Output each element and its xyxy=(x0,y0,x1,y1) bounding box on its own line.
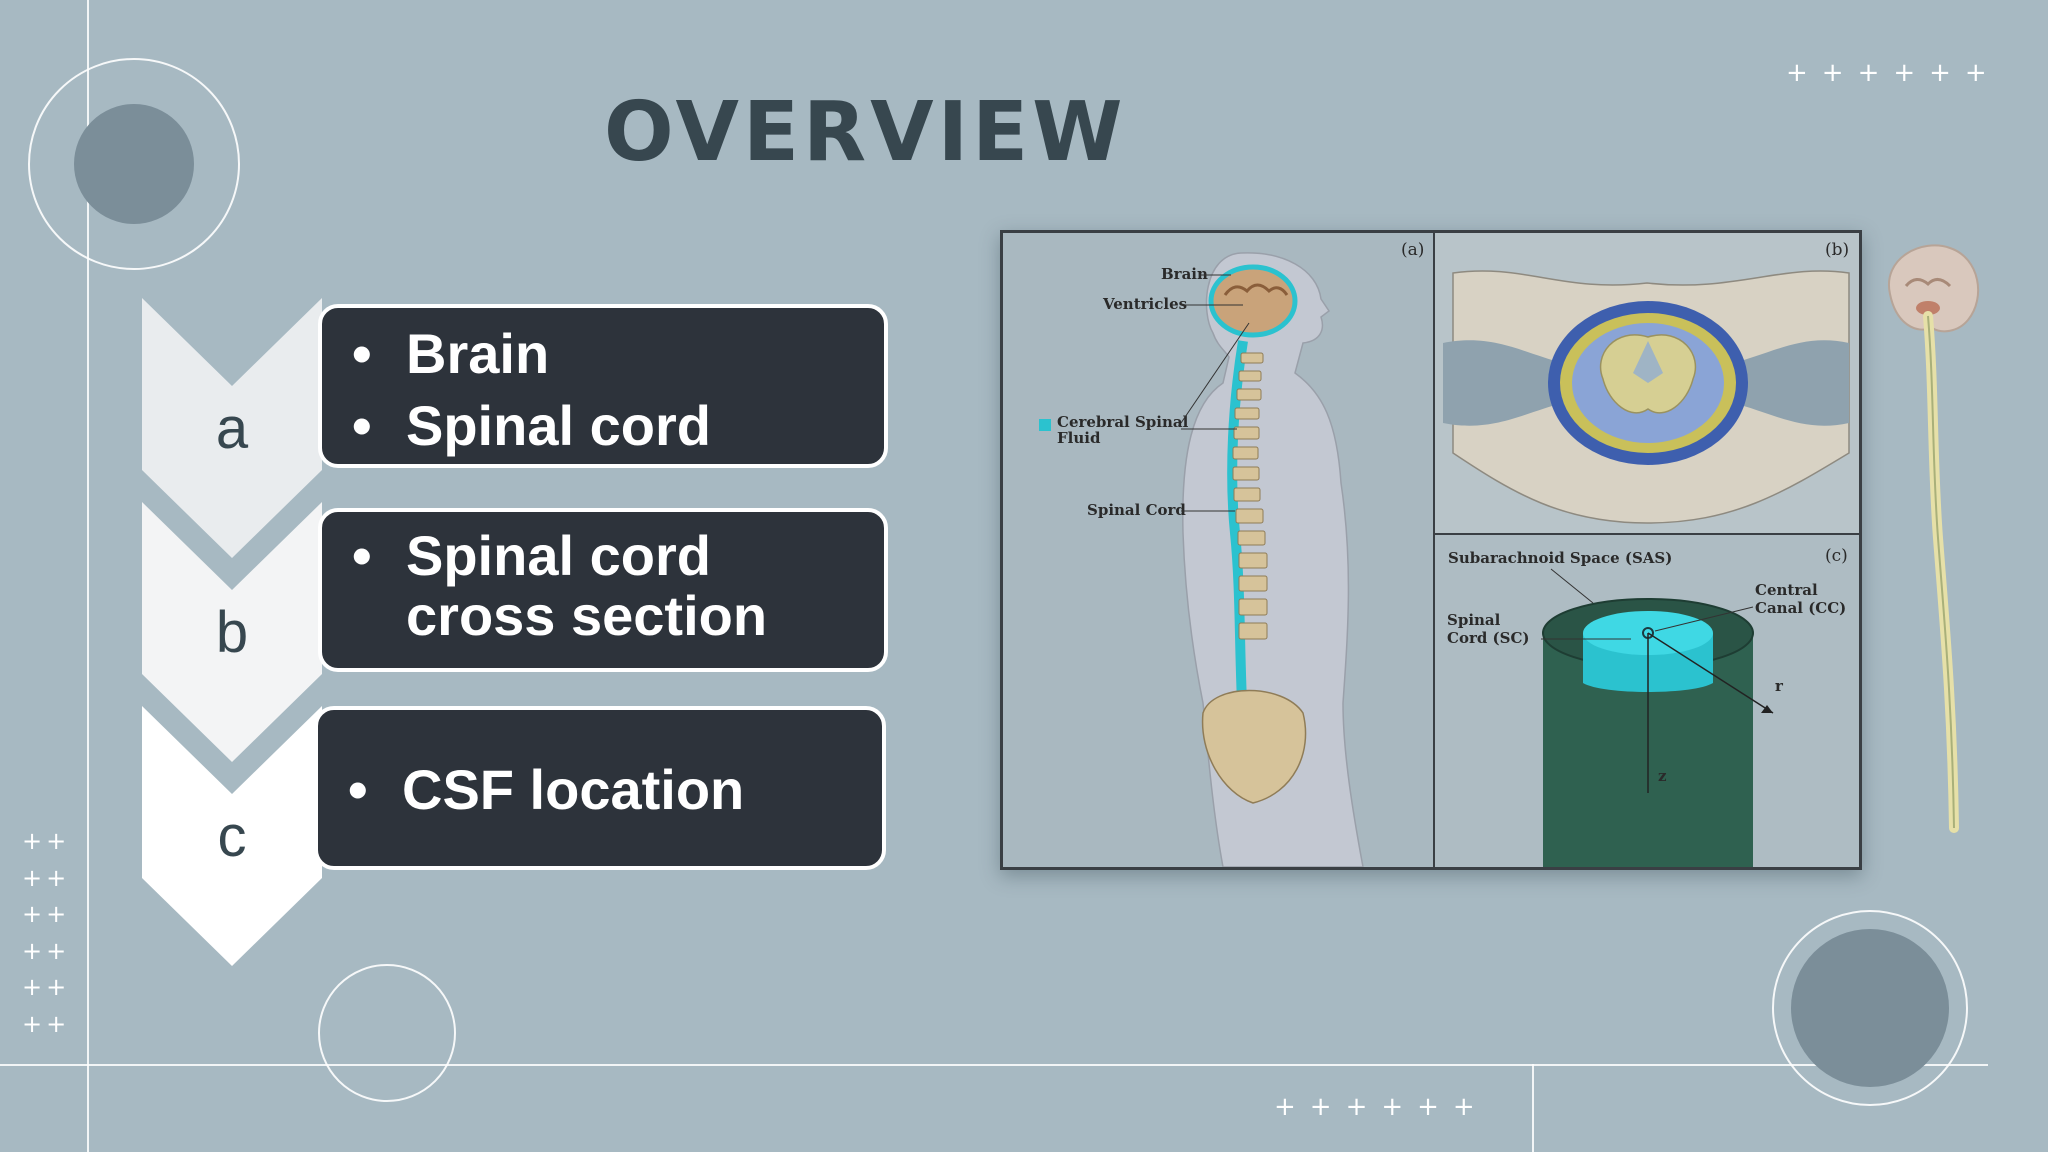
spinal-cord-line xyxy=(1227,340,1248,724)
brain-spinal-cord-illustration xyxy=(1887,244,1980,833)
plus-pair: ++ xyxy=(22,973,71,1001)
panel-b-label: (b) xyxy=(1825,240,1849,260)
bullet-text: Spinal cord xyxy=(406,394,711,457)
bullet-text: Brain xyxy=(406,322,550,385)
plus-pair: ++ xyxy=(22,936,71,965)
bullet-list-c: • CSF location xyxy=(318,758,882,822)
label-sas: Subarachnoid Space (SAS) xyxy=(1448,549,1672,567)
bullet-text: Spinal cord cross section xyxy=(406,524,768,647)
csf-legend-swatch xyxy=(1039,419,1051,431)
panel-c-label: (c) xyxy=(1825,546,1848,566)
vertebrae xyxy=(1232,352,1268,640)
plus-pattern-bottom: ++++++ xyxy=(1274,1092,1489,1122)
chevron-letter-b: b xyxy=(215,600,249,665)
label-r: r xyxy=(1775,677,1784,695)
ring-top-left xyxy=(28,58,240,270)
label-csf-line1: Cerebral Spinal xyxy=(1057,413,1189,431)
plus-pattern-top-right: ++++++ xyxy=(1786,58,2001,88)
plus-pair: ++ xyxy=(22,1009,71,1038)
bullet-item: • Brain xyxy=(322,322,884,386)
plus-pair: ++ xyxy=(22,863,71,892)
bullet-list-b: • Spinal cord cross section xyxy=(322,526,884,646)
brain-illustration xyxy=(1887,244,1980,333)
bullet-dot: • xyxy=(352,524,372,587)
label-sc-line2: Cord (SC) xyxy=(1447,629,1530,647)
nerve-root-right xyxy=(1733,340,1849,426)
ring-bottom-right xyxy=(1772,910,1968,1106)
brain-stem-top xyxy=(1916,301,1940,315)
bullet-text: CSF location xyxy=(402,758,745,821)
anatomy-figure-svg: (a) Brain Ventricles Cerebral Spinal Flu… xyxy=(1003,233,1859,868)
disc-top-left xyxy=(74,104,194,224)
frame-horizontal-line-bottom xyxy=(0,1064,1988,1066)
central-grey xyxy=(1633,341,1663,383)
bullet-item: • Spinal cord xyxy=(322,394,884,458)
disc-bottom-right xyxy=(1791,929,1949,1087)
chevron-letter-a: a xyxy=(215,396,249,461)
panel-a-label: (a) xyxy=(1401,240,1424,260)
brain-shape xyxy=(1208,264,1298,338)
anatomy-figure: (a) Brain Ventricles Cerebral Spinal Flu… xyxy=(1000,230,1862,870)
content-box-a: • Brain • Spinal cord xyxy=(318,304,888,468)
chevron-a xyxy=(142,298,322,558)
label-z: z xyxy=(1658,767,1667,785)
bullet-dot: • xyxy=(352,322,372,385)
label-spinal-cord: Spinal Cord xyxy=(1087,501,1186,519)
chevron-c xyxy=(142,706,322,966)
bullet-dot: • xyxy=(348,758,368,821)
chevron-letter-c: c xyxy=(217,804,247,869)
bullet-item: • Spinal cord cross section xyxy=(322,526,884,646)
plus-pattern-left: ++ ++ ++ ++ ++ ++ xyxy=(22,823,70,1042)
plus-pair: ++ xyxy=(22,827,71,855)
chevron-stack xyxy=(142,298,322,966)
label-csf-line2: Fluid xyxy=(1057,429,1101,447)
bullet-dot: • xyxy=(352,394,372,457)
plus-pair: ++ xyxy=(22,900,71,928)
label-cc-line2: Canal (CC) xyxy=(1755,599,1846,617)
ring-bottom-center xyxy=(318,964,456,1102)
bullet-list-a: • Brain • Spinal cord xyxy=(322,322,884,458)
slide-title: OVERVIEW xyxy=(604,85,1127,180)
bullet-item: • CSF location xyxy=(318,758,882,822)
label-ventricles: Ventricles xyxy=(1102,295,1187,313)
chevron-b xyxy=(142,502,322,762)
content-box-b: • Spinal cord cross section xyxy=(318,508,888,672)
label-cc-line1: Central xyxy=(1755,581,1818,599)
frame-vertical-line-bottom-right xyxy=(1532,1064,1534,1152)
label-brain: Brain xyxy=(1161,265,1208,283)
content-box-c: • CSF location xyxy=(314,706,886,870)
pelvis xyxy=(1201,689,1307,804)
frame-vertical-line-left xyxy=(87,0,89,1152)
nerve-root-left xyxy=(1443,340,1563,426)
label-sc-line1: Spinal xyxy=(1447,611,1501,629)
